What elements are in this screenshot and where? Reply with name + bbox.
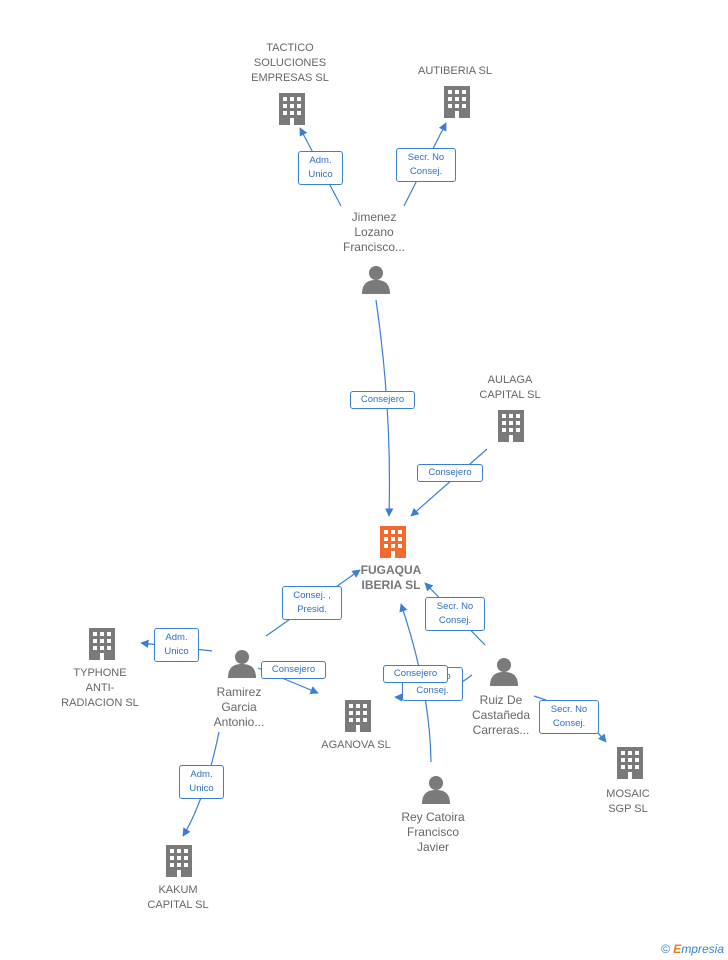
node-label-ramirez[interactable]: Ramirez Garcia Antonio... xyxy=(213,685,265,729)
node-label-autiberia[interactable]: AUTIBERIA SL xyxy=(418,65,492,77)
edge-aulaga-fugaqua xyxy=(410,448,488,517)
brand-logo-text: mpresia xyxy=(681,942,724,956)
typhone-building-icon[interactable] xyxy=(89,628,115,660)
brand-footer: © Empresia xyxy=(661,942,724,956)
edge-tag-ruiz-fugaqua[interactable]: Secr. No Consej. xyxy=(425,597,485,631)
edge-tag-rey-fugaqua[interactable]: Consejero xyxy=(383,665,448,683)
aganova-building-icon[interactable] xyxy=(345,700,371,732)
node-label-aganova[interactable]: AGANOVA SL xyxy=(321,739,391,751)
edge-tag-ramirez-fugaqua[interactable]: Consej. , Presid. xyxy=(282,586,342,620)
jimenez-person-icon[interactable] xyxy=(362,266,390,294)
edge-tag-jimenez-autiberia[interactable]: Secr. No Consej. xyxy=(396,148,456,182)
aulaga-building-icon[interactable] xyxy=(498,410,524,442)
rey-person-icon[interactable] xyxy=(422,776,450,804)
node-label-fugaqua[interactable]: FUGAQUA IBERIA SL xyxy=(360,563,422,592)
brand-logo-letter: E xyxy=(673,942,682,956)
node-label-kakum[interactable]: KAKUM CAPITAL SL xyxy=(147,884,209,911)
kakum-building-icon[interactable] xyxy=(166,845,192,877)
edge-tag-jimenez-fugaqua[interactable]: Consejero xyxy=(350,391,415,409)
mosaic-building-icon[interactable] xyxy=(617,747,643,779)
node-label-mosaic[interactable]: MOSAIC SGP SL xyxy=(606,788,650,815)
node-label-jimenez[interactable]: Jimenez Lozano Francisco... xyxy=(342,210,405,254)
edge-tag-ramirez-aganova[interactable]: Consejero xyxy=(261,661,326,679)
edge-tag-ramirez-kakum[interactable]: Adm. Unico xyxy=(179,765,224,799)
node-label-ruiz[interactable]: Ruiz De Castañeda Carreras... xyxy=(471,693,531,737)
node-label-rey[interactable]: Rey Catoira Francisco Javier xyxy=(401,810,465,854)
copyright-icon: © xyxy=(661,942,670,956)
edge-tag-jimenez-tactico[interactable]: Adm. Unico xyxy=(298,151,343,185)
nodes xyxy=(89,86,643,877)
ruiz-person-icon[interactable] xyxy=(490,658,518,686)
edge-tag-ramirez-typhone[interactable]: Adm. Unico xyxy=(154,628,199,662)
tactico-building-icon[interactable] xyxy=(279,93,305,125)
node-label-tactico[interactable]: TACTICO SOLUCIONES EMPRESAS SL xyxy=(251,42,329,84)
edge-tag-aulaga-fugaqua[interactable]: Consejero xyxy=(417,464,483,482)
node-label-typhone[interactable]: TYPHONE ANTI- RADIACION SL xyxy=(61,667,139,709)
autiberia-building-icon[interactable] xyxy=(444,86,470,118)
fugaqua-building-icon[interactable] xyxy=(380,526,406,558)
edge-tag-ruiz-mosaic[interactable]: Secr. No Consej. xyxy=(539,700,599,734)
node-label-aulaga[interactable]: AULAGA CAPITAL SL xyxy=(479,374,541,401)
ramirez-person-icon[interactable] xyxy=(228,650,256,678)
